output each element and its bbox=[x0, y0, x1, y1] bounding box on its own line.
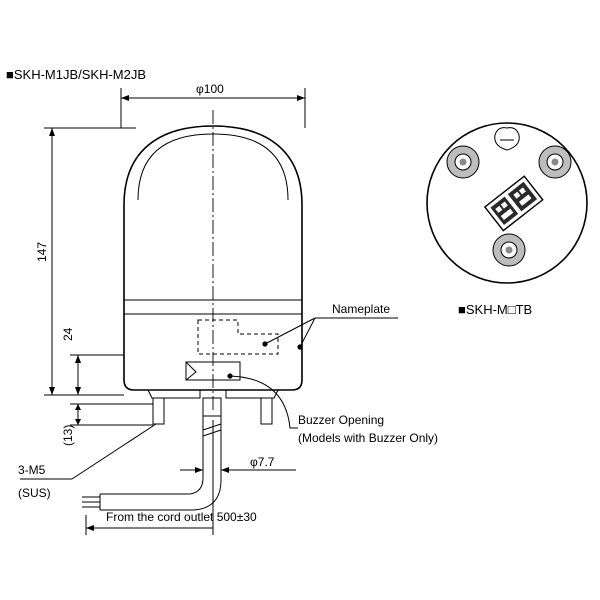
cord-diameter-label: φ7.7 bbox=[250, 455, 275, 469]
terminal-block bbox=[483, 175, 544, 232]
nameplate-outline bbox=[197, 319, 279, 355]
bottom-view: ■SKH-M□TB bbox=[426, 122, 588, 317]
height-dimensions: 147 24 (13) bbox=[35, 127, 153, 446]
diameter-dimension: φ100 bbox=[120, 82, 306, 128]
model-title: ■SKH-M1JB/SKH-M2JB bbox=[6, 67, 146, 82]
screw-label-line1: 3-M5 bbox=[18, 463, 46, 477]
height-label: 147 bbox=[35, 242, 49, 262]
screw-callout: 3-M5 (SUS) bbox=[18, 423, 157, 500]
stud-ring-left bbox=[446, 145, 480, 179]
screw-label-line2: (SUS) bbox=[18, 486, 51, 500]
nameplate-label: Nameplate bbox=[332, 302, 390, 316]
stud-length-label: (13) bbox=[61, 425, 75, 446]
cord-length-dimension: From the cord outlet 500±30 bbox=[85, 420, 257, 535]
stud-bolts bbox=[152, 397, 273, 425]
buzzer-callout: Buzzer Opening (Models with Buzzer Only) bbox=[229, 375, 438, 445]
buzzer-label-line1: Buzzer Opening bbox=[298, 413, 384, 427]
nameplate-callout: Nameplate bbox=[264, 302, 398, 348]
buzzer-label-line2: (Models with Buzzer Only) bbox=[298, 431, 438, 445]
mounting-keyhole bbox=[494, 127, 520, 151]
bottom-view-label: ■SKH-M□TB bbox=[458, 302, 532, 317]
stud-ring-right bbox=[538, 145, 572, 179]
cord-outlet-label: From the cord outlet 500±30 bbox=[106, 510, 257, 524]
base-height-label: 24 bbox=[61, 327, 75, 341]
stud-ring-bottom bbox=[492, 233, 526, 267]
cable: φ7.7 bbox=[82, 416, 296, 511]
buzzer-opening bbox=[185, 361, 241, 381]
diameter-label: φ100 bbox=[196, 82, 224, 96]
